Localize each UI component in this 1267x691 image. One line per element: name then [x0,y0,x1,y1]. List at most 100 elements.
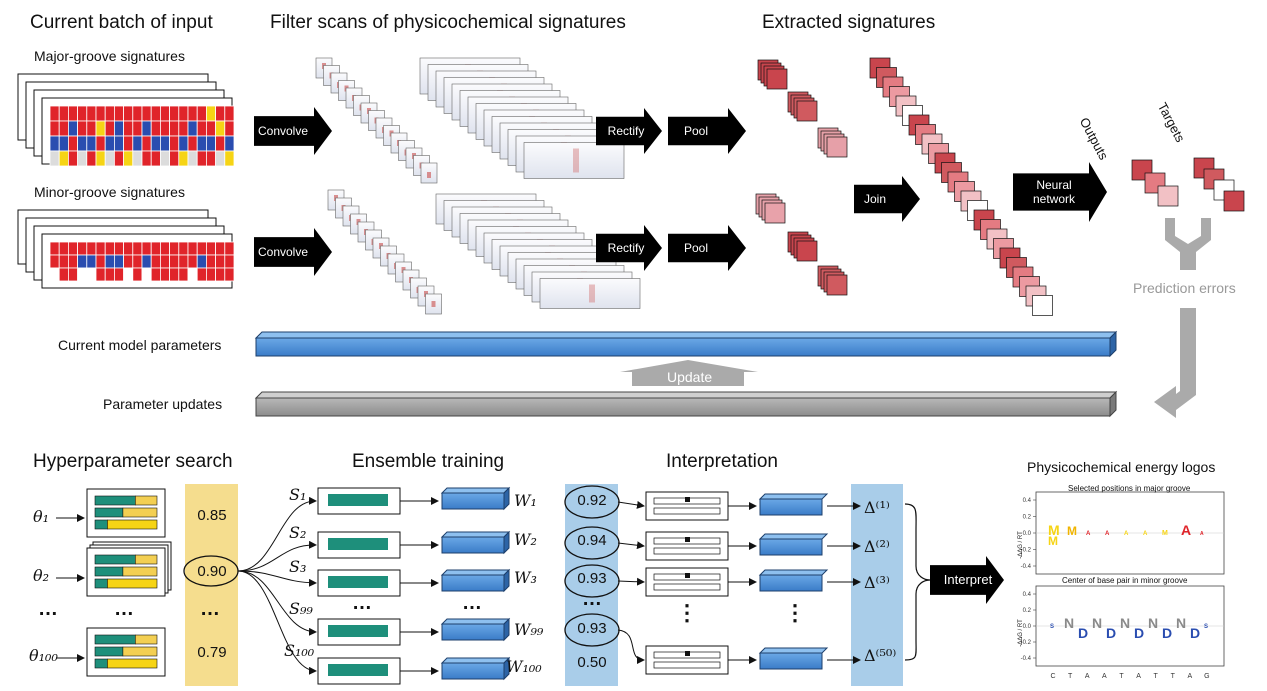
theta-2: θ₂ [33,566,50,585]
logo-major-axes-ytick-label: 0.4 [1023,498,1032,504]
major-grid-cell [132,120,143,137]
logo-minor-glyph: S [1050,624,1054,630]
seed-99: S₉₉ [289,599,313,618]
minor-grid-cell [77,241,88,256]
minor-grid-cell [95,267,106,282]
ensemble-weight-top [440,531,511,538]
interp-probe-box [645,645,729,675]
neural-network-arrow [1013,162,1107,222]
minor-scan-large-peak [589,284,595,303]
interp-probe-track [653,661,721,669]
minor-grid-cell [68,241,79,256]
ensemble-weight-block [441,492,505,510]
major-grid-cell [205,150,216,167]
label-minor-groove: Minor-groove signatures [34,184,185,200]
fan-out-curve [237,540,317,572]
interp-probe-marker [685,497,690,502]
interp-probe-marker [685,537,690,542]
title-extracted: Extracted signatures [762,12,936,33]
ensemble-model-bar [328,538,388,550]
logo-minor-glyph: N [1148,615,1158,631]
logo-minor-glyph: D [1078,625,1088,641]
minor-grid-cell [86,267,97,282]
major-grid-cell [49,150,60,167]
label-major-groove: Major-groove signatures [34,48,185,64]
major-grid-cell [150,135,161,152]
logo-major-axes-ytick-label: 0.0 [1023,531,1032,537]
major-grid-cell [215,120,226,137]
parameter-updates-bar-top [254,391,1118,399]
minor-grid-cell [159,254,170,269]
title-hyperparameter: Hyperparameter search [33,451,233,472]
major-grid-cell [132,135,143,152]
major-grid-cell [215,150,226,167]
prediction-update-arrow [1154,308,1196,418]
minor-grid-cell [141,254,152,269]
logo-xtick-label: A [1085,673,1090,680]
interp-score-3: 0.93 [577,570,607,587]
hyper-ellipsis-2: … [114,598,134,620]
hyper-config-100-seg [94,634,136,645]
ensemble-weight-top [440,569,511,576]
logo-major-ylabel: -ΔΔG / RT [1017,531,1024,559]
minor-grid-cell [58,241,69,256]
minor-grid-cell [215,254,226,269]
ensemble-weight-side [503,617,510,642]
hyper-config-2-seg [94,578,108,589]
minor-grid-cell [58,254,69,269]
interp-score-1: 0.92 [577,492,607,509]
interp-weight-top [758,569,829,576]
minor-grid-cell [49,254,60,269]
major-groove-stack [17,73,235,167]
major-grid-cell [141,120,152,137]
interp-weight-block [759,538,823,556]
logo-minor-glyph: D [1162,625,1172,641]
logo-minor-glyph: D [1106,625,1116,641]
parameter-bars [254,330,1118,418]
major-grid-cell [159,150,170,167]
interp-probe-track [653,583,721,591]
major-grid-cell [178,135,189,152]
logo-major-glyph: M [1048,522,1060,538]
minor-grid-cell [49,241,60,256]
logo-minor-glyph: N [1092,615,1102,631]
parameter-updates-bar-side [1109,390,1117,418]
logo-minor-glyph: N [1064,615,1074,631]
ensemble-weight-block [441,623,505,641]
major-grid-cell [68,150,79,167]
major-grid-cell [169,150,180,167]
ensemble-model-bar [328,664,388,676]
interp-weight-top [758,647,829,654]
logo-minor-axes-ytick-label: -0.2 [1021,640,1032,646]
logo-major-glyph: A [1181,522,1191,538]
logo-major-glyph: A [1105,531,1110,537]
logo-major-glyph: A [1143,531,1148,537]
major-grid-cell [114,150,125,167]
parameter-updates-label: Parameter updates [103,396,223,412]
logo-xtick-label: T [1119,673,1124,680]
hyper-config-2-seg [122,566,158,577]
major-grid-cell [205,105,216,122]
current-model-parameters-bar-side [1109,330,1117,358]
interpret-label: Interpret [943,572,993,587]
minor-grid-cell [114,254,125,269]
major-scan-small-peak [427,172,431,178]
minor-grid-cell [86,254,97,269]
title-filter-scans: Filter scans of physicochemical signatur… [270,12,626,33]
major-grid-cell [49,120,60,137]
bottom-panels [56,484,931,686]
major-grid-cell [68,120,79,137]
major-grid-cell [196,135,207,152]
major-grid-cell [58,120,69,137]
ensemble-weight-side [503,530,510,555]
major-grid-cell [215,135,226,152]
major-grid-cell [49,135,60,152]
hyper-config-1-seg [122,507,158,518]
hyper-ellipsis-1: … [38,598,58,620]
logo-major-glyph: M [1067,524,1077,538]
ensemble-weight-side [503,568,510,593]
minor-grid-cell [187,254,198,269]
block-arrows [254,107,1211,604]
hyper-config-1-seg [107,519,158,530]
logo-xtick-label: T [1171,673,1176,680]
